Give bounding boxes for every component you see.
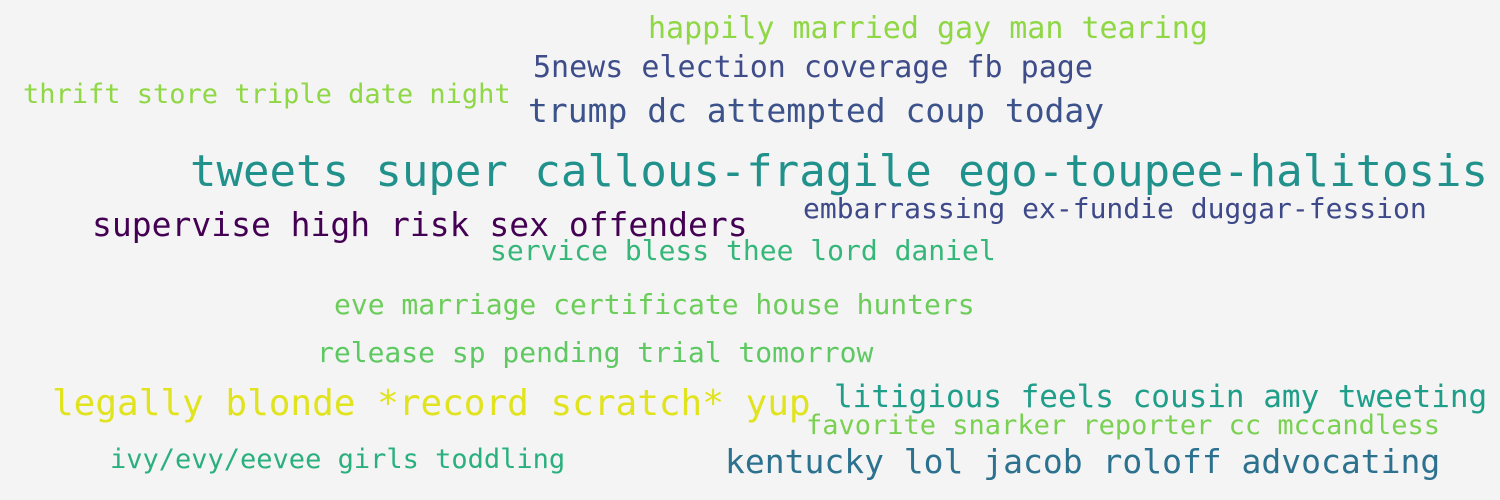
word-cloud-term: eve marriage certificate house hunters [334, 288, 975, 321]
word-cloud-term: favorite snarker reporter cc mccandless [806, 410, 1440, 441]
word-cloud-term: happily married gay man tearing [648, 11, 1208, 46]
word-cloud-term: thrift store triple date night [23, 79, 511, 110]
word-cloud-term: supervise high risk sex offenders [92, 205, 748, 244]
word-cloud-term: kentucky lol jacob roloff advocating [725, 442, 1441, 481]
word-cloud-term: ivy/evy/eevee girls toddling [110, 444, 566, 475]
word-cloud-term: service bless thee lord daniel [490, 234, 996, 267]
word-cloud-term: tweets super callous-fragile ego-toupee-… [190, 146, 1489, 197]
word-cloud-term: 5news election coverage fb page [533, 50, 1093, 85]
word-cloud-term: litigious feels cousin amy tweeting [834, 379, 1488, 415]
word-cloud-term: embarrassing ex-fundie duggar-fession [803, 192, 1427, 225]
word-cloud-term: release sp pending trial tomorrow [317, 336, 874, 369]
word-cloud-term: trump dc attempted coup today [528, 91, 1105, 130]
word-cloud-term: legally blonde *record scratch* yup [52, 383, 811, 424]
